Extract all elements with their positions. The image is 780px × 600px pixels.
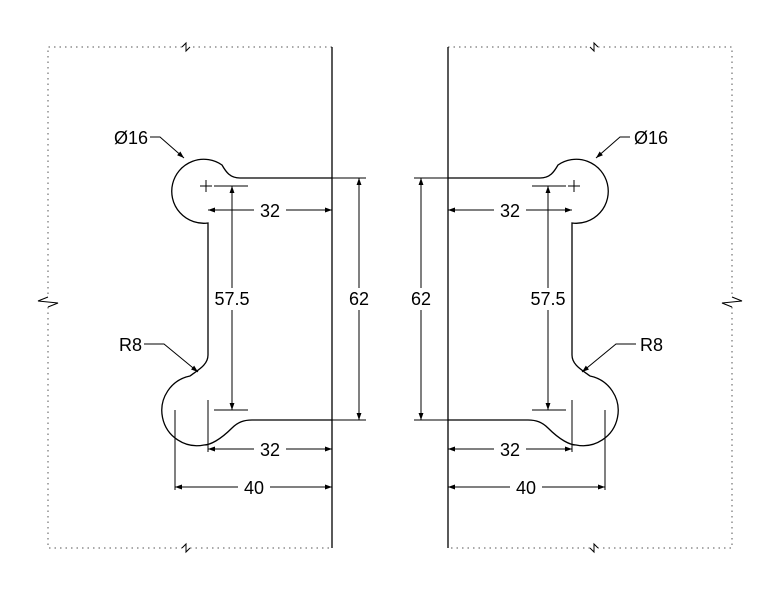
left-label-bg-32-top bbox=[254, 200, 286, 222]
right-glass-outline bbox=[448, 46, 733, 549]
right-label-bg-62 bbox=[407, 288, 435, 310]
right-label-bg-32-top bbox=[494, 200, 526, 222]
left-label-bg-62 bbox=[345, 288, 373, 310]
left-break-bottom bbox=[181, 542, 191, 554]
right-dim-32-top-label: 32 bbox=[500, 201, 520, 221]
left-dim-62-label: 62 bbox=[349, 289, 369, 309]
left-radius-leader bbox=[144, 343, 199, 373]
left-label-bg-32-bottom bbox=[254, 438, 286, 460]
left-diameter-label: Ø16 bbox=[114, 128, 148, 148]
left-dim-32-bottom-label: 32 bbox=[260, 440, 280, 460]
right-radius-leader bbox=[581, 343, 636, 373]
right-radius-label: R8 bbox=[640, 335, 663, 355]
right-break-top bbox=[589, 41, 599, 53]
right-geometry bbox=[407, 41, 743, 554]
right-dim-40-label: 40 bbox=[516, 478, 536, 498]
left-diameter-leader bbox=[150, 136, 185, 159]
right-dim-32-bottom-label: 32 bbox=[500, 440, 520, 460]
right-label-bg-40 bbox=[510, 476, 542, 498]
right-dim-62-label: 62 bbox=[411, 289, 431, 309]
right-label-bg-575 bbox=[524, 288, 570, 310]
left-break-top bbox=[181, 41, 191, 53]
left-radius-label: R8 bbox=[119, 335, 142, 355]
right-dim-575-label: 57.5 bbox=[530, 289, 565, 309]
left-dim-32-top-label: 32 bbox=[260, 201, 280, 221]
left-label-bg-575 bbox=[210, 288, 256, 310]
right-diameter-label: Ø16 bbox=[634, 128, 668, 148]
left-dim-40-label: 40 bbox=[244, 478, 264, 498]
left-break-side bbox=[37, 296, 59, 308]
right-break-side bbox=[721, 296, 743, 308]
right-panel: 32 57.5 62 32 40 Ø16 R8 bbox=[407, 41, 743, 554]
left-glass-outline bbox=[47, 46, 332, 549]
left-dim-575-label: 57.5 bbox=[214, 289, 249, 309]
right-break-bottom bbox=[589, 542, 599, 554]
right-label-bg-32-bottom bbox=[494, 438, 526, 460]
left-panel: 32 57.5 62 32 40 Ø16 R8 bbox=[37, 41, 373, 554]
left-label-bg-40 bbox=[238, 476, 270, 498]
right-diameter-leader bbox=[595, 136, 630, 159]
left-part-outline bbox=[161, 158, 332, 447]
right-part-outline bbox=[448, 158, 619, 447]
